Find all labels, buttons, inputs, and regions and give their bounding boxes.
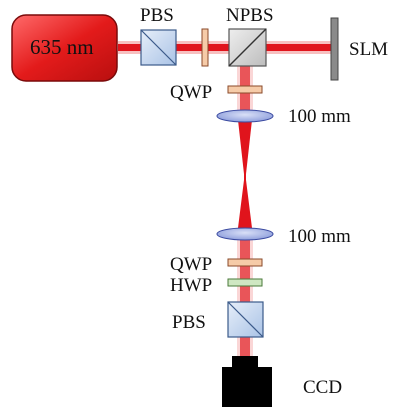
ccd-camera xyxy=(222,356,272,407)
lens-bottom xyxy=(216,227,274,241)
npbs-label: NPBS xyxy=(226,5,274,26)
laser-wavelength-label: 635 nm xyxy=(30,35,94,59)
pbs-top-label: PBS xyxy=(140,5,174,26)
npbs-cube xyxy=(228,28,267,67)
hwp-label: HWP xyxy=(170,275,213,296)
slm-label: SLM xyxy=(349,39,389,60)
pbs-top-cube xyxy=(140,29,177,66)
pbs-bottom-label: PBS xyxy=(172,312,206,333)
lens-top xyxy=(216,109,274,123)
lens-bottom-label: 100 mm xyxy=(288,226,351,247)
ccd-label: CCD xyxy=(303,377,343,398)
qwp-bottom-plate xyxy=(227,258,263,267)
qwp-top-plate xyxy=(227,85,263,94)
qwp-bottom-label: QWP xyxy=(170,254,213,275)
qwp-top-label: QWP xyxy=(170,82,213,103)
waveplate-horizontal xyxy=(201,28,209,67)
laser-source xyxy=(11,14,118,82)
pbs-bottom-cube xyxy=(227,301,264,338)
hwp-plate xyxy=(227,278,263,287)
lens-top-label: 100 mm xyxy=(288,106,351,127)
slm-device xyxy=(330,17,339,81)
